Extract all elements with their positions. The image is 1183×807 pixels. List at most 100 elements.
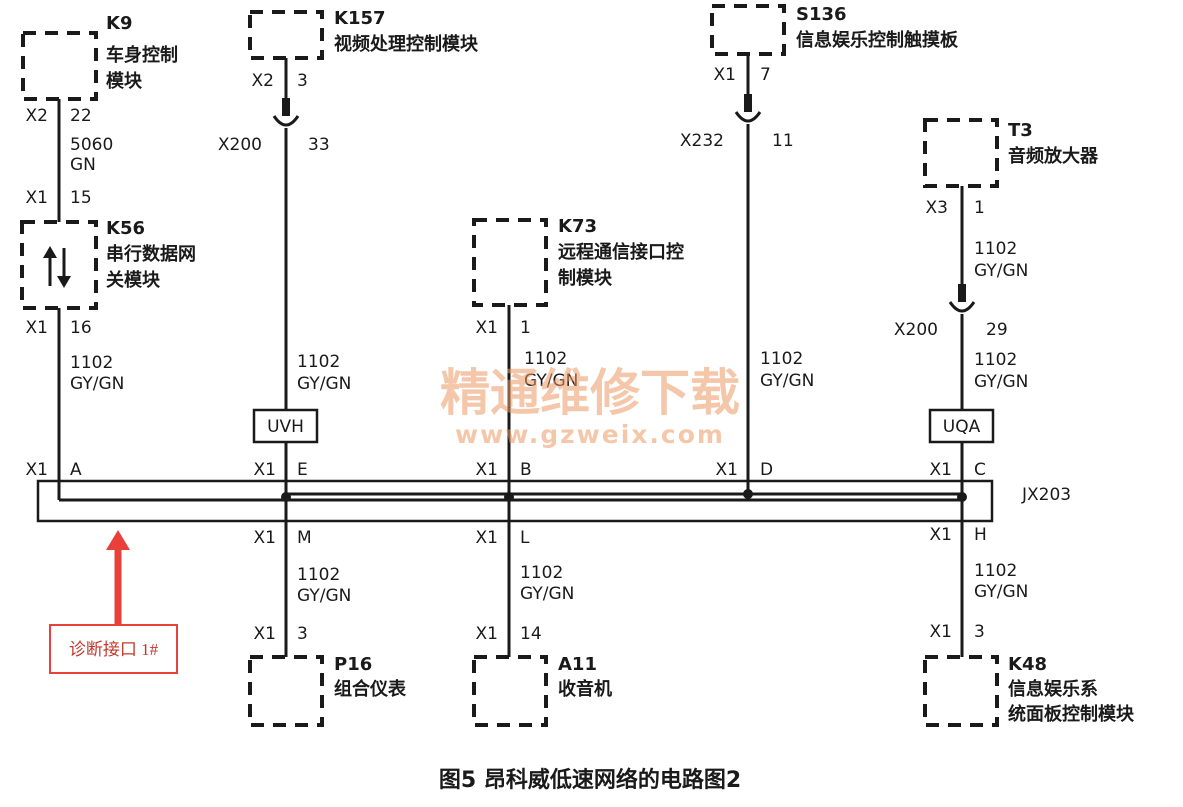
bus-e-conn: X1 — [254, 460, 276, 480]
p16-conn: X1 — [254, 624, 276, 644]
wire-m-color: GY/GN — [297, 586, 351, 606]
wire-b-num: 1102 — [524, 349, 567, 369]
splice-uqa-box — [928, 408, 995, 444]
wire-c-color: GY/GN — [974, 372, 1028, 392]
bus-d-pin: D — [760, 460, 773, 480]
k48-conn: X1 — [930, 622, 952, 642]
k48-name2: 统面板控制模块 — [1008, 703, 1135, 725]
module-s136-box — [710, 4, 786, 56]
s136-name1: 信息娱乐控制触摸板 — [796, 29, 959, 51]
k9-pin: 22 — [70, 106, 92, 126]
junction-c-dot — [957, 492, 967, 502]
wire-a-num: 1102 — [70, 353, 113, 373]
module-k73-box — [472, 218, 548, 307]
wire-e-color: GY/GN — [297, 374, 351, 394]
module-k56-box — [20, 220, 98, 310]
k9-name1: 车身控制 — [106, 44, 178, 66]
w5060-color: GN — [70, 155, 96, 175]
connector-x200b-icon — [948, 284, 976, 313]
k73-id: K73 — [558, 216, 597, 237]
p16-id: P16 — [334, 654, 372, 675]
gateway-arrows-icon — [43, 246, 71, 288]
bus-l-pin: L — [520, 528, 530, 548]
bus-d-conn: X1 — [716, 460, 738, 480]
bus-jx203-box — [36, 479, 994, 523]
x232-pin: 11 — [772, 131, 794, 151]
bus-c-pin: C — [974, 460, 986, 480]
k157-name1: 视频处理控制模块 — [334, 33, 479, 55]
wire-d-num: 1102 — [760, 349, 803, 369]
wire-b-color: GY/GN — [524, 371, 578, 391]
wire-h-color: GY/GN — [974, 582, 1028, 602]
wire-l-color: GY/GN — [520, 584, 574, 604]
k56-bot-conn: X1 — [26, 318, 48, 338]
wire-t3-color: GY/GN — [974, 261, 1028, 281]
figure-caption: 图5 昂科威低速网络的电路图2 — [439, 767, 741, 793]
splice-uvh-box — [252, 408, 319, 444]
watermark-cn: 精通维修下载 — [440, 364, 740, 422]
junction-b-dot — [504, 492, 514, 502]
junction-e-dot — [281, 492, 291, 502]
a11-name1: 收音机 — [558, 678, 612, 700]
bus-label: JX203 — [1021, 485, 1071, 505]
k48-id: K48 — [1008, 654, 1047, 675]
bus-a-conn: X1 — [26, 460, 48, 480]
wire-m-num: 1102 — [297, 565, 340, 585]
a11-id: A11 — [558, 654, 597, 675]
connector-x232-icon — [734, 94, 762, 123]
k48-name1: 信息娱乐系 — [1008, 678, 1098, 700]
module-k157-box — [248, 10, 324, 60]
s136-id: S136 — [796, 4, 847, 25]
diag-arrow-icon — [106, 530, 130, 625]
diag-port-label: 诊断接口 1# — [69, 640, 159, 659]
bus-c-conn: X1 — [930, 460, 952, 480]
k56-top-conn: X1 — [26, 188, 48, 208]
module-t3-box — [923, 118, 999, 188]
k56-id: K56 — [106, 218, 145, 239]
k157-conn: X2 — [252, 71, 274, 91]
k9-name2: 模块 — [106, 70, 143, 92]
k9-id: K9 — [106, 13, 132, 34]
x200a-conn: X200 — [218, 135, 262, 155]
k9-conn: X2 — [26, 106, 48, 126]
k73-conn: X1 — [476, 318, 498, 338]
watermark-url: www.gzweix.com — [455, 420, 725, 449]
junction-d-dot — [743, 489, 753, 499]
k56-bot-pin: 16 — [70, 318, 92, 338]
wire-d-color: GY/GN — [760, 371, 814, 391]
k56-name1: 串行数据网 — [106, 243, 196, 265]
k157-id: K157 — [334, 8, 386, 29]
bus-h-pin: H — [974, 525, 987, 545]
module-k48-box — [923, 655, 999, 727]
bus-m-conn: X1 — [254, 528, 276, 548]
wire-t3-num: 1102 — [974, 239, 1017, 259]
module-k9-box — [21, 31, 98, 101]
k56-top-pin: 15 — [70, 188, 92, 208]
t3-conn: X3 — [926, 198, 948, 218]
x232-conn: X232 — [680, 131, 724, 151]
wire-h-num: 1102 — [974, 561, 1017, 581]
k73-name1: 远程通信接口控 — [558, 241, 684, 263]
a11-pin: 14 — [520, 624, 542, 644]
p16-name1: 组合仪表 — [334, 678, 407, 700]
k73-pin: 1 — [520, 318, 531, 338]
bus-h-conn: X1 — [930, 525, 952, 545]
bus-l-conn: X1 — [476, 528, 498, 548]
connector-x200a-icon — [272, 98, 300, 127]
k48-pin: 3 — [974, 622, 985, 642]
bus-b-conn: X1 — [476, 460, 498, 480]
wire-c-num: 1102 — [974, 350, 1017, 370]
t3-id: T3 — [1008, 120, 1033, 141]
bus-a-pin: A — [70, 460, 82, 480]
module-p16-box — [248, 655, 324, 727]
splice-uvh-label: UVH — [267, 417, 304, 437]
t3-pin: 1 — [974, 198, 985, 218]
splice-uqa-label: UQA — [943, 417, 981, 437]
k73-name2: 制模块 — [558, 267, 613, 289]
module-a11-box — [472, 655, 548, 727]
k157-pin: 3 — [297, 71, 308, 91]
s136-pin: 7 — [760, 65, 771, 85]
x200a-pin: 33 — [308, 135, 330, 155]
k56-name2: 关模块 — [106, 269, 161, 291]
